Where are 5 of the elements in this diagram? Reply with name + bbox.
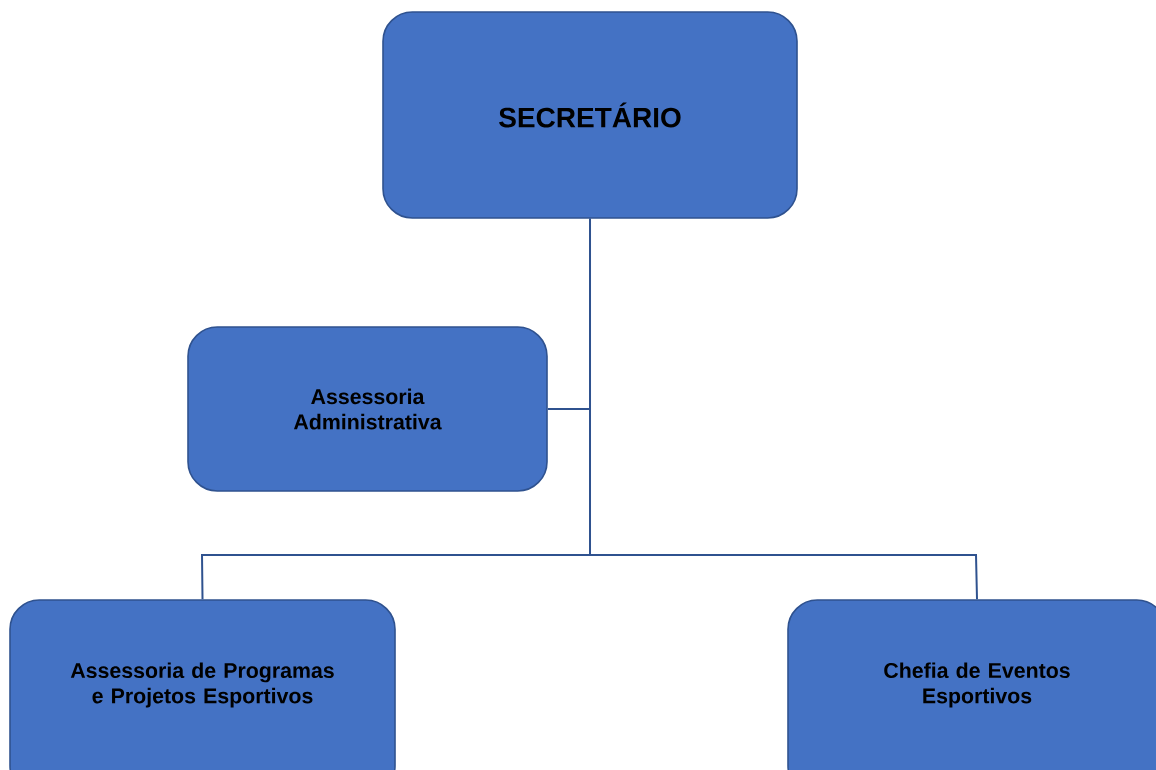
connector-line [589, 217, 978, 601]
org-box: Assessoria de Programas e Projetos Esportivos [9, 599, 396, 770]
org-box: Assessoria Administrativa [187, 326, 548, 492]
org-box: Chefia de Eventos Esportivos [787, 599, 1156, 770]
org-box: SECRETÁRIO [382, 11, 798, 219]
